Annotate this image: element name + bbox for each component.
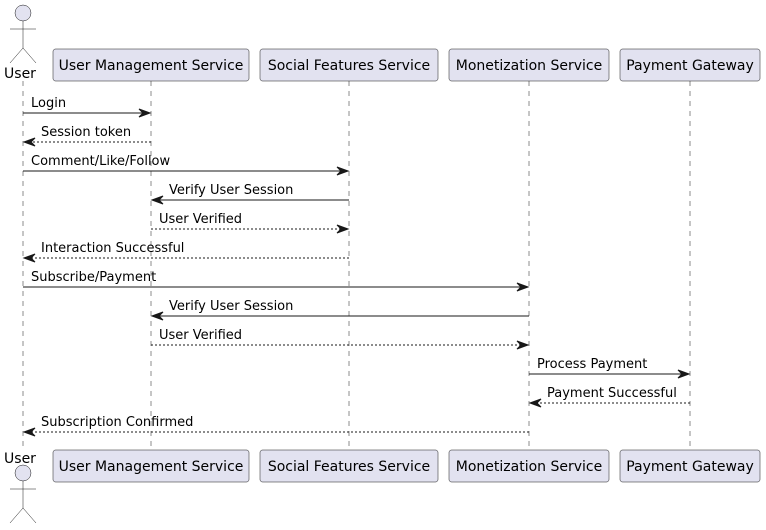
participant-sfs-top: Social Features Service [259,48,439,82]
message-label: Comment/Like/Follow [31,154,171,169]
message: Payment Successful [528,386,690,408]
actor-leg-left [9,47,24,64]
message-label: Session token [41,125,131,140]
message: Comment/Like/Follow [23,154,350,176]
message: Subscription Confirmed [22,415,529,437]
participant-label: User Management Service [59,459,244,475]
message: Subscribe/Payment [23,270,530,292]
arrowhead [516,282,530,292]
message: Login [23,96,152,118]
arrowhead [150,311,164,321]
actor-label-top: User [4,66,36,82]
arrowhead [150,195,164,205]
actor-bottom: User [4,451,37,524]
participant-pg-top: Payment Gateway [619,48,761,82]
participant-pg-bottom: Payment Gateway [619,449,761,483]
participant-box [52,48,250,82]
message-label: Verify User Session [169,299,293,314]
message-label: Subscribe/Payment [31,270,156,285]
participant-sfs-bottom: Social Features Service [259,449,439,483]
actor-label-bottom: User [4,451,36,467]
message-label: Payment Successful [547,386,677,401]
arrowhead [22,137,36,147]
participant-box [448,449,610,483]
participant-label: Monetization Service [456,459,602,475]
message-label: Verify User Session [169,183,293,198]
participant-box [619,48,761,82]
message: User Verified [151,328,530,350]
actor-leg-left [9,507,24,524]
actor-leg-right [22,47,37,64]
message-label: Process Payment [537,357,647,372]
message-label: Login [31,96,66,111]
participant-box [52,449,250,483]
participant-ums-top: User Management Service [52,48,250,82]
actor-leg-right [22,507,37,524]
arrowhead [336,166,350,176]
participants-top: User User Management Service Social Featur… [4,4,761,82]
actor-top: User [4,4,37,82]
participant-ms-bottom: Monetization Service [448,449,610,483]
participant-box [259,48,439,82]
participant-label: Social Features Service [268,58,430,74]
message: Interaction Successful [22,241,349,263]
arrowhead [336,224,350,234]
message-label: User Verified [159,212,242,227]
message-label: User Verified [159,328,242,343]
message-label: Interaction Successful [41,241,184,256]
participant-ms-top: Monetization Service [448,48,610,82]
message: Verify User Session [150,299,529,321]
arrowhead [677,369,691,379]
message: Process Payment [529,357,691,379]
participant-label: Payment Gateway [626,58,754,74]
participant-label: Social Features Service [268,459,430,475]
arrowhead [528,398,542,408]
participant-box [259,449,439,483]
arrowhead [516,340,530,350]
participant-box [448,48,610,82]
message: User Verified [151,212,350,234]
participant-ums-bottom: User Management Service [52,449,250,483]
message: Verify User Session [150,183,349,205]
arrowhead [22,427,36,437]
arrowhead [138,108,152,118]
message-label: Subscription Confirmed [41,415,193,430]
actor-head [14,4,32,22]
participant-box [619,449,761,483]
actor-head [14,464,32,482]
participant-label: User Management Service [59,58,244,74]
message: Session token [22,125,151,147]
participant-label: Monetization Service [456,58,602,74]
participant-label: Payment Gateway [626,459,754,475]
arrowhead [22,253,36,263]
